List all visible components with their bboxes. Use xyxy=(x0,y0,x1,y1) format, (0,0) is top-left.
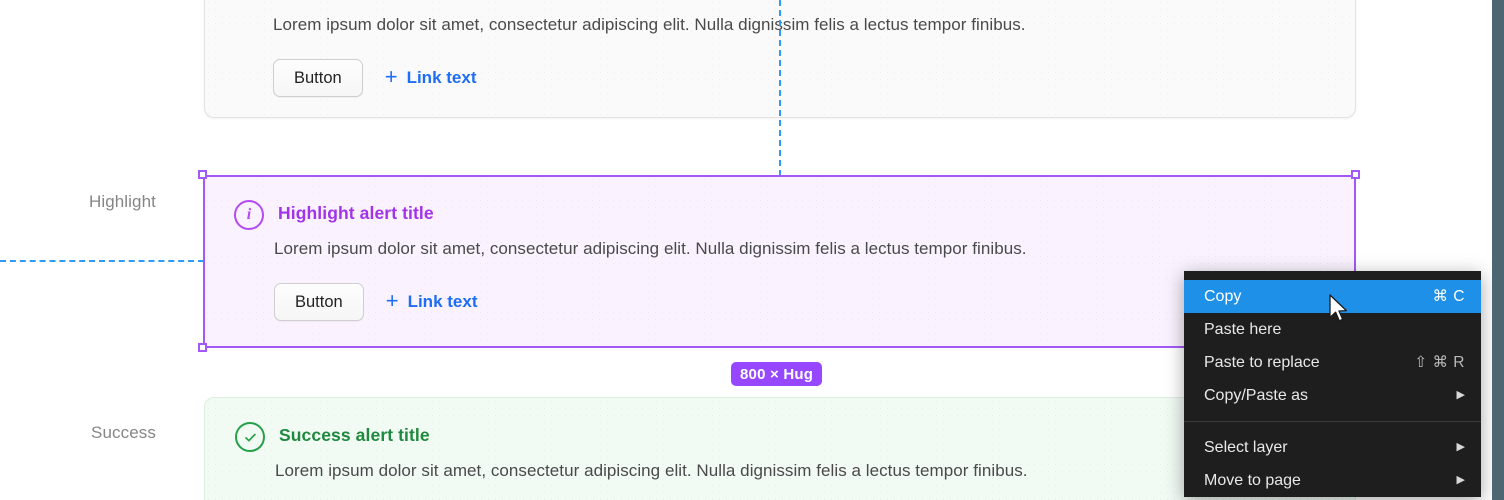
row-label-highlight: Highlight xyxy=(88,192,156,211)
resize-handle-top-right[interactable] xyxy=(1351,170,1360,179)
menu-separator xyxy=(1184,421,1481,422)
row-label-success: Success xyxy=(91,423,156,442)
resize-handle-bottom-left[interactable] xyxy=(198,343,207,352)
alert-card-highlight[interactable]: i Highlight alert title Lorem ipsum dolo… xyxy=(204,176,1356,348)
alert-body-neutral: Lorem ipsum dolor sit amet, consectetur … xyxy=(273,15,1026,34)
alert-body-success: Lorem ipsum dolor sit amet, consectetur … xyxy=(275,461,1028,480)
alert-card-success[interactable]: Success alert title Lorem ipsum dolor si… xyxy=(204,397,1356,500)
alert-link-label-highlight: Link text xyxy=(407,292,478,311)
mouse-pointer-icon xyxy=(1329,294,1348,322)
plus-icon: + xyxy=(384,64,398,89)
alert-body-highlight: Lorem ipsum dolor sit amet, consectetur … xyxy=(274,239,1027,258)
menu-item-paste-to-replace[interactable]: Paste to replace ⇧ ⌘ R xyxy=(1184,346,1481,379)
resize-handle-top-left[interactable] xyxy=(198,170,207,179)
alert-link-highlight[interactable]: + Link text xyxy=(385,288,478,313)
info-glyph: i xyxy=(246,206,252,223)
alert-link-neutral[interactable]: + Link text xyxy=(384,64,477,89)
info-circle-icon: i xyxy=(234,200,264,230)
menu-item-paste-here-label: Paste here xyxy=(1204,320,1282,338)
chevron-right-icon: ▶ xyxy=(1456,474,1465,486)
size-badge: 800 × Hug xyxy=(731,362,823,386)
menu-item-paste-to-replace-label: Paste to replace xyxy=(1204,353,1320,371)
alignment-guide-horizontal xyxy=(0,260,204,262)
menu-item-select-layer-label: Select layer xyxy=(1204,438,1288,456)
alert-link-label-neutral: Link text xyxy=(406,68,477,87)
alert-button-neutral[interactable]: Button xyxy=(273,59,363,97)
check-circle-icon xyxy=(235,422,265,452)
context-menu[interactable]: Copy ⌘ C Paste here Paste to replace ⇧ ⌘… xyxy=(1184,271,1481,497)
alert-title-highlight: Highlight alert title xyxy=(278,203,434,223)
right-panel-strip xyxy=(1492,0,1504,500)
menu-item-copy-shortcut: ⌘ C xyxy=(1432,288,1465,305)
menu-item-move-to-page[interactable]: Move to page ▶ xyxy=(1184,464,1481,497)
alert-button-highlight[interactable]: Button xyxy=(274,283,364,321)
menu-item-copy-label: Copy xyxy=(1204,287,1242,305)
plus-icon: + xyxy=(385,288,399,313)
menu-item-paste-to-replace-shortcut: ⇧ ⌘ R xyxy=(1414,354,1465,371)
menu-item-copy-paste-as-label: Copy/Paste as xyxy=(1204,386,1309,404)
menu-item-paste-here[interactable]: Paste here xyxy=(1184,313,1481,346)
chevron-right-icon: ▶ xyxy=(1456,389,1465,401)
chevron-right-icon: ▶ xyxy=(1456,441,1465,453)
menu-item-copy-paste-as[interactable]: Copy/Paste as ▶ xyxy=(1184,379,1481,412)
alignment-guide-vertical xyxy=(779,0,781,176)
alert-title-success: Success alert title xyxy=(279,425,430,445)
menu-item-select-layer[interactable]: Select layer ▶ xyxy=(1184,431,1481,464)
menu-item-move-to-page-label: Move to page xyxy=(1204,471,1301,489)
